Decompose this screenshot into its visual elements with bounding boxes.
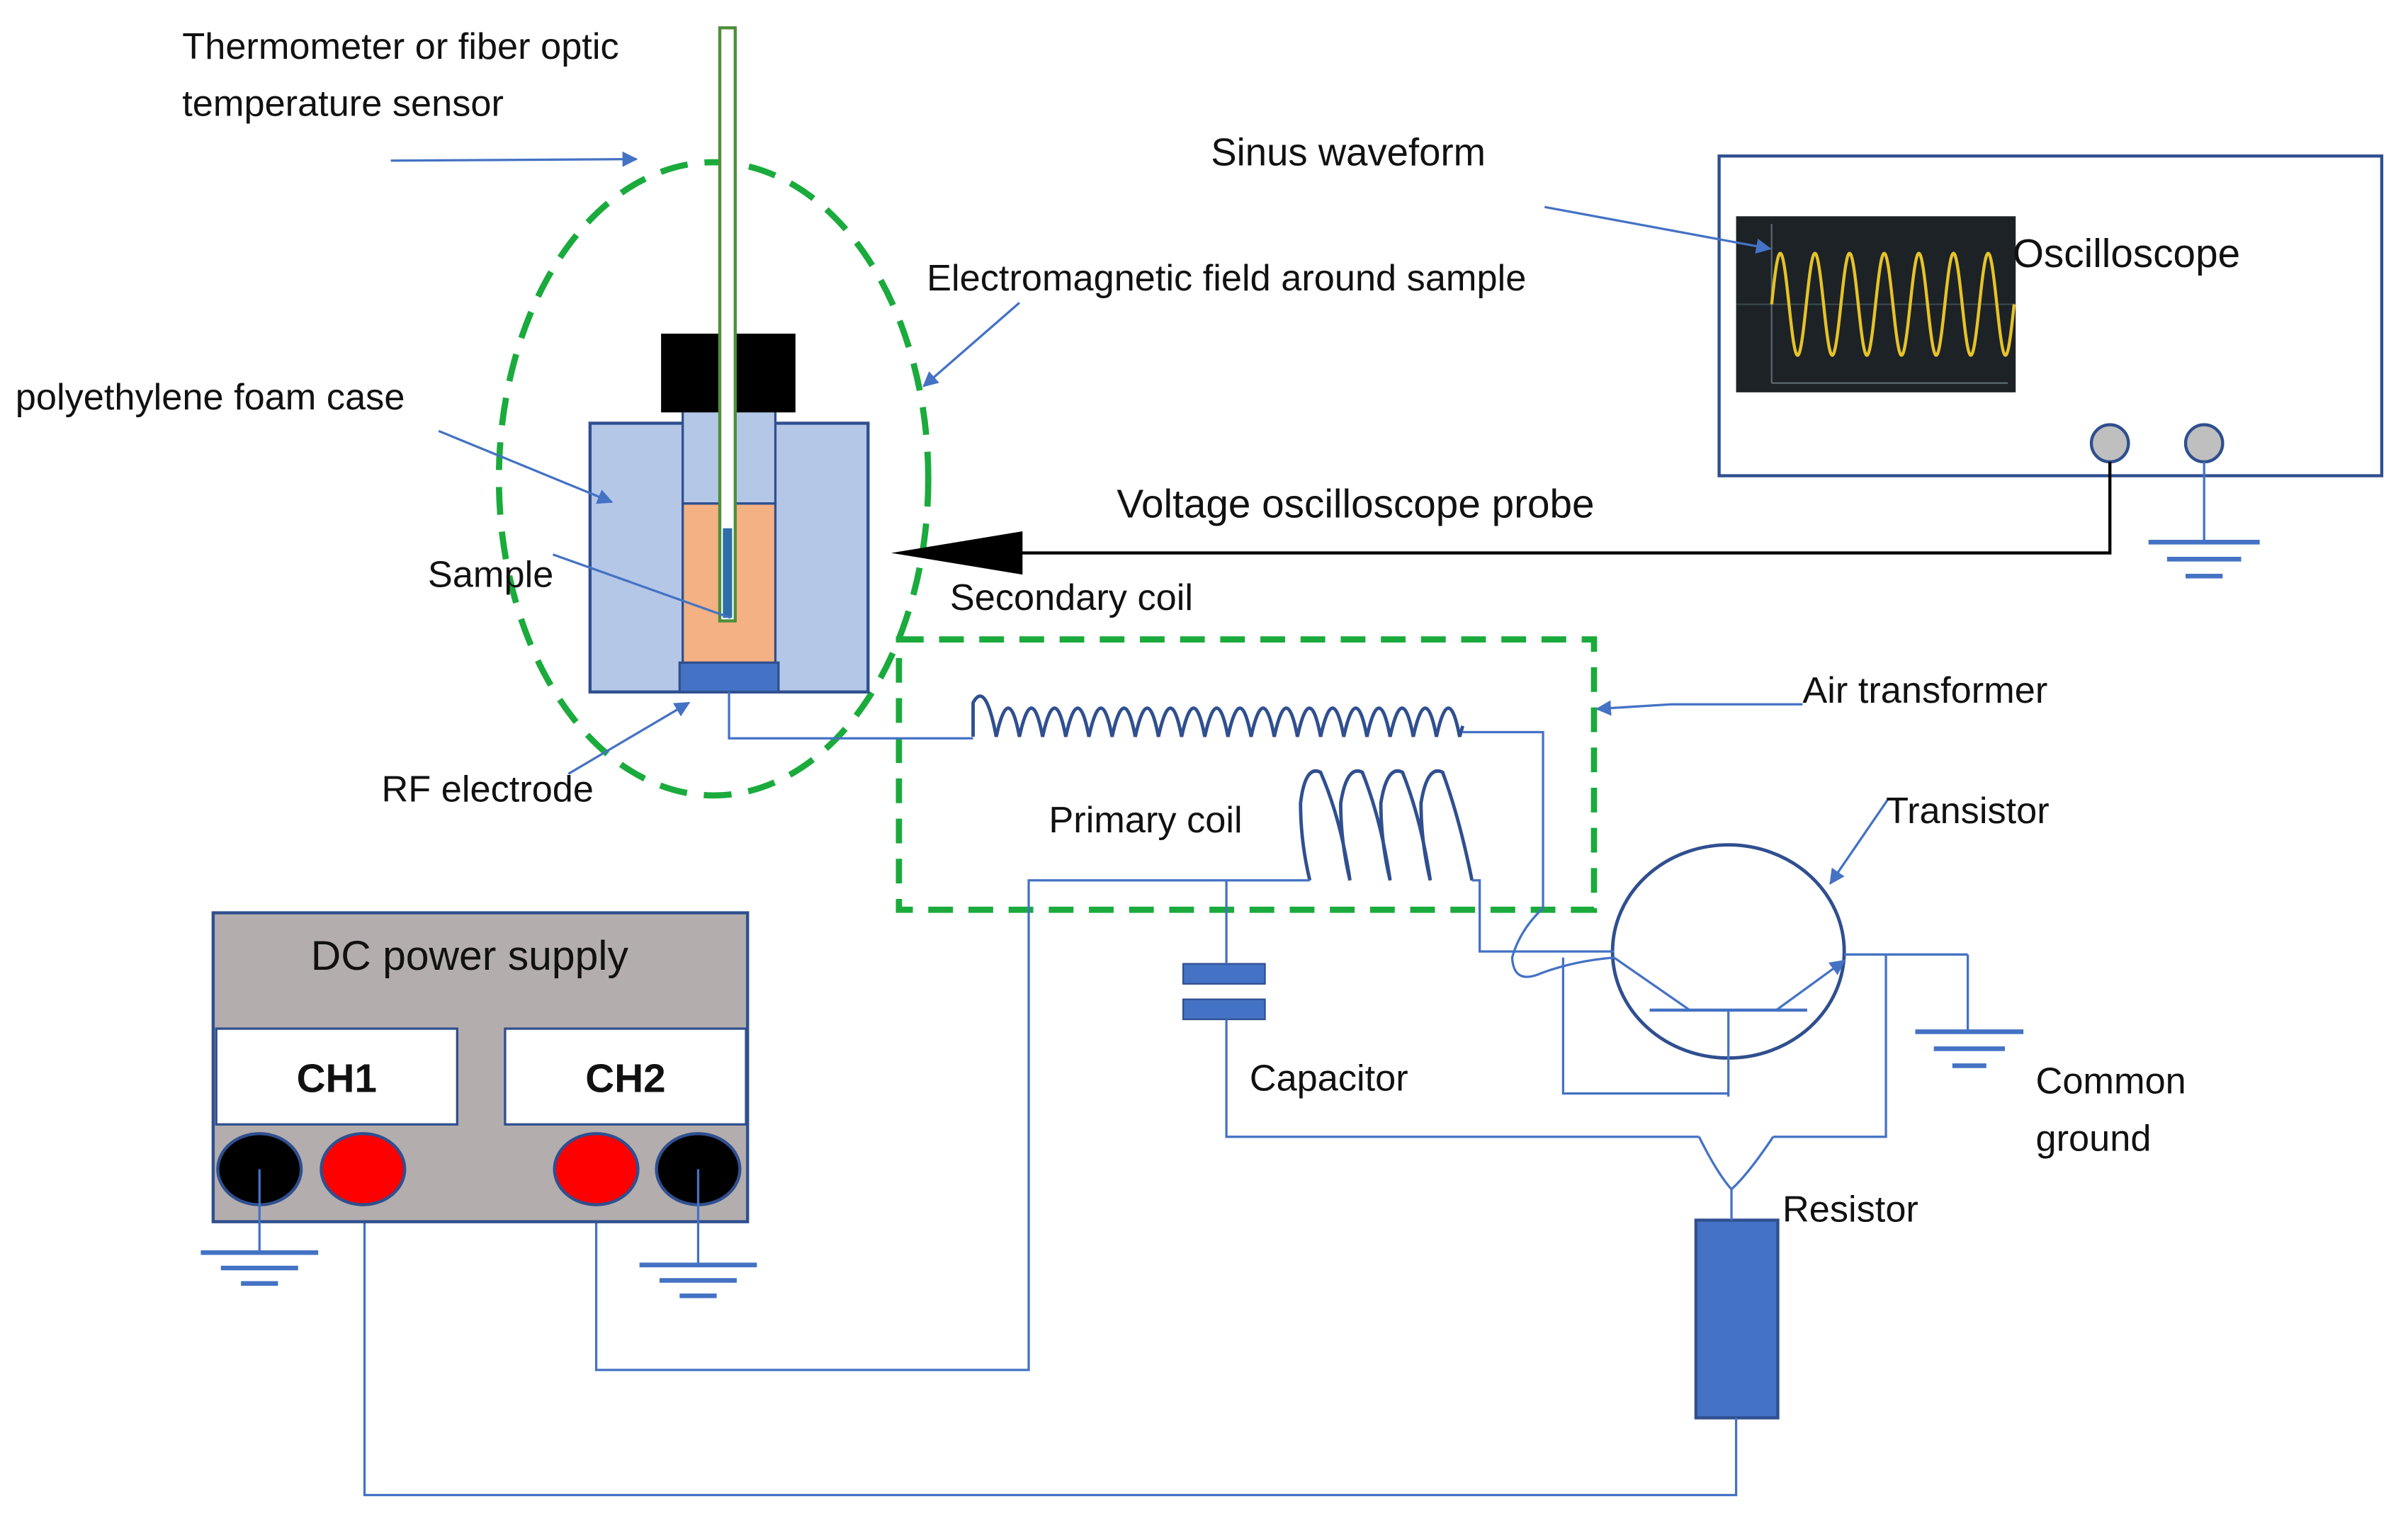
sample-pointer-arrow [552, 553, 731, 619]
resistor-body [1694, 1218, 1780, 1420]
secondary-coil-label: Secondary coil [950, 577, 1193, 618]
sinus-waveform-pointer-arrow [1544, 205, 1772, 254]
thermometer-probe [718, 26, 737, 623]
capacitor-plate-bottom [1182, 998, 1266, 1021]
ch1-display [215, 1027, 458, 1126]
primary-coil [1299, 769, 1474, 881]
em-field-label: Electromagnetic field around sample [927, 258, 1526, 299]
air-transformer-label: Air transformer [1802, 670, 2047, 711]
ground-connector-icon [2183, 423, 2225, 464]
thermometer-probe-tip [723, 528, 733, 618]
resistor-label: Resistor [1782, 1189, 1918, 1230]
probe-tip-arrowhead [891, 531, 1023, 575]
ground-symbol-icon [200, 1169, 319, 1286]
voltage-probe-label: Voltage oscilloscope probe [1117, 482, 1594, 526]
oscilloscope-label: Oscilloscope [2013, 232, 2240, 276]
capacitor-label: Capacitor [1250, 1058, 1408, 1099]
wire [1773, 954, 1887, 1138]
common-ground-icon [1915, 954, 2024, 1068]
rf-electrode [678, 661, 780, 694]
wire [1225, 1019, 1700, 1138]
sinus-waveform-label: Sinus waveform [1211, 130, 1486, 174]
voltage-probe-wire [1019, 461, 2112, 555]
sample-holder [588, 26, 870, 694]
capacitor-plate-top [1182, 963, 1266, 985]
probe-connector-icon [2089, 423, 2130, 464]
ch2-display [504, 1027, 747, 1126]
sinus-waveform-trace [1770, 251, 2016, 357]
wire [1471, 879, 1615, 953]
rf-electrode-pointer-arrow [567, 701, 691, 775]
ch2-label: CH2 [585, 1056, 665, 1101]
ground-symbol-icon [2148, 461, 2260, 579]
common-ground-label-line1: Common [2036, 1061, 2186, 1102]
dc-power-supply [211, 911, 750, 1223]
sample-label: Sample [428, 555, 553, 596]
transistor-emitter-lead [1775, 959, 1845, 1012]
common-ground-label-line2: ground [2036, 1118, 2152, 1159]
oscilloscope [1717, 154, 2384, 477]
thermometer-pointer-arrow [390, 151, 638, 167]
foam-case-label: polyethylene foam case [16, 377, 405, 418]
wire [1462, 730, 1544, 909]
foam-case-pointer-arrow [438, 429, 614, 504]
transistor-label: Transistor [1886, 791, 2050, 832]
ch1-label: CH1 [297, 1056, 377, 1101]
em-field-pointer-arrow [922, 302, 1021, 387]
secondary-coil [971, 694, 1464, 737]
wire [363, 1209, 1738, 1497]
ground-symbol-icon [639, 1169, 757, 1298]
wire [728, 691, 973, 740]
primary-coil-label: Primary coil [1048, 800, 1242, 841]
air-transformer-boundary [895, 636, 1598, 913]
thermometer-label-line1: Thermometer or fiber optic [182, 26, 618, 67]
annotation-arrows [390, 151, 1889, 885]
rf-electrode-label: RF electrode [382, 769, 594, 810]
thermometer-label-line2: temperature sensor [182, 84, 504, 125]
air-transformer-pointer-arrow [1595, 700, 1803, 716]
wire [594, 879, 1310, 1371]
dc-power-supply-label: DC power supply [311, 933, 629, 979]
ch1-positive-terminal [320, 1132, 407, 1206]
em-field-ellipse [495, 159, 932, 799]
transistor-collector-lead [1613, 956, 1691, 1012]
wire [1510, 907, 1615, 978]
transistor-pointer-arrow [1829, 799, 1889, 885]
wire [1697, 1136, 1775, 1192]
ch2-positive-terminal [553, 1132, 640, 1206]
wire [1561, 957, 1729, 1095]
circuit-wires [363, 691, 1968, 1497]
